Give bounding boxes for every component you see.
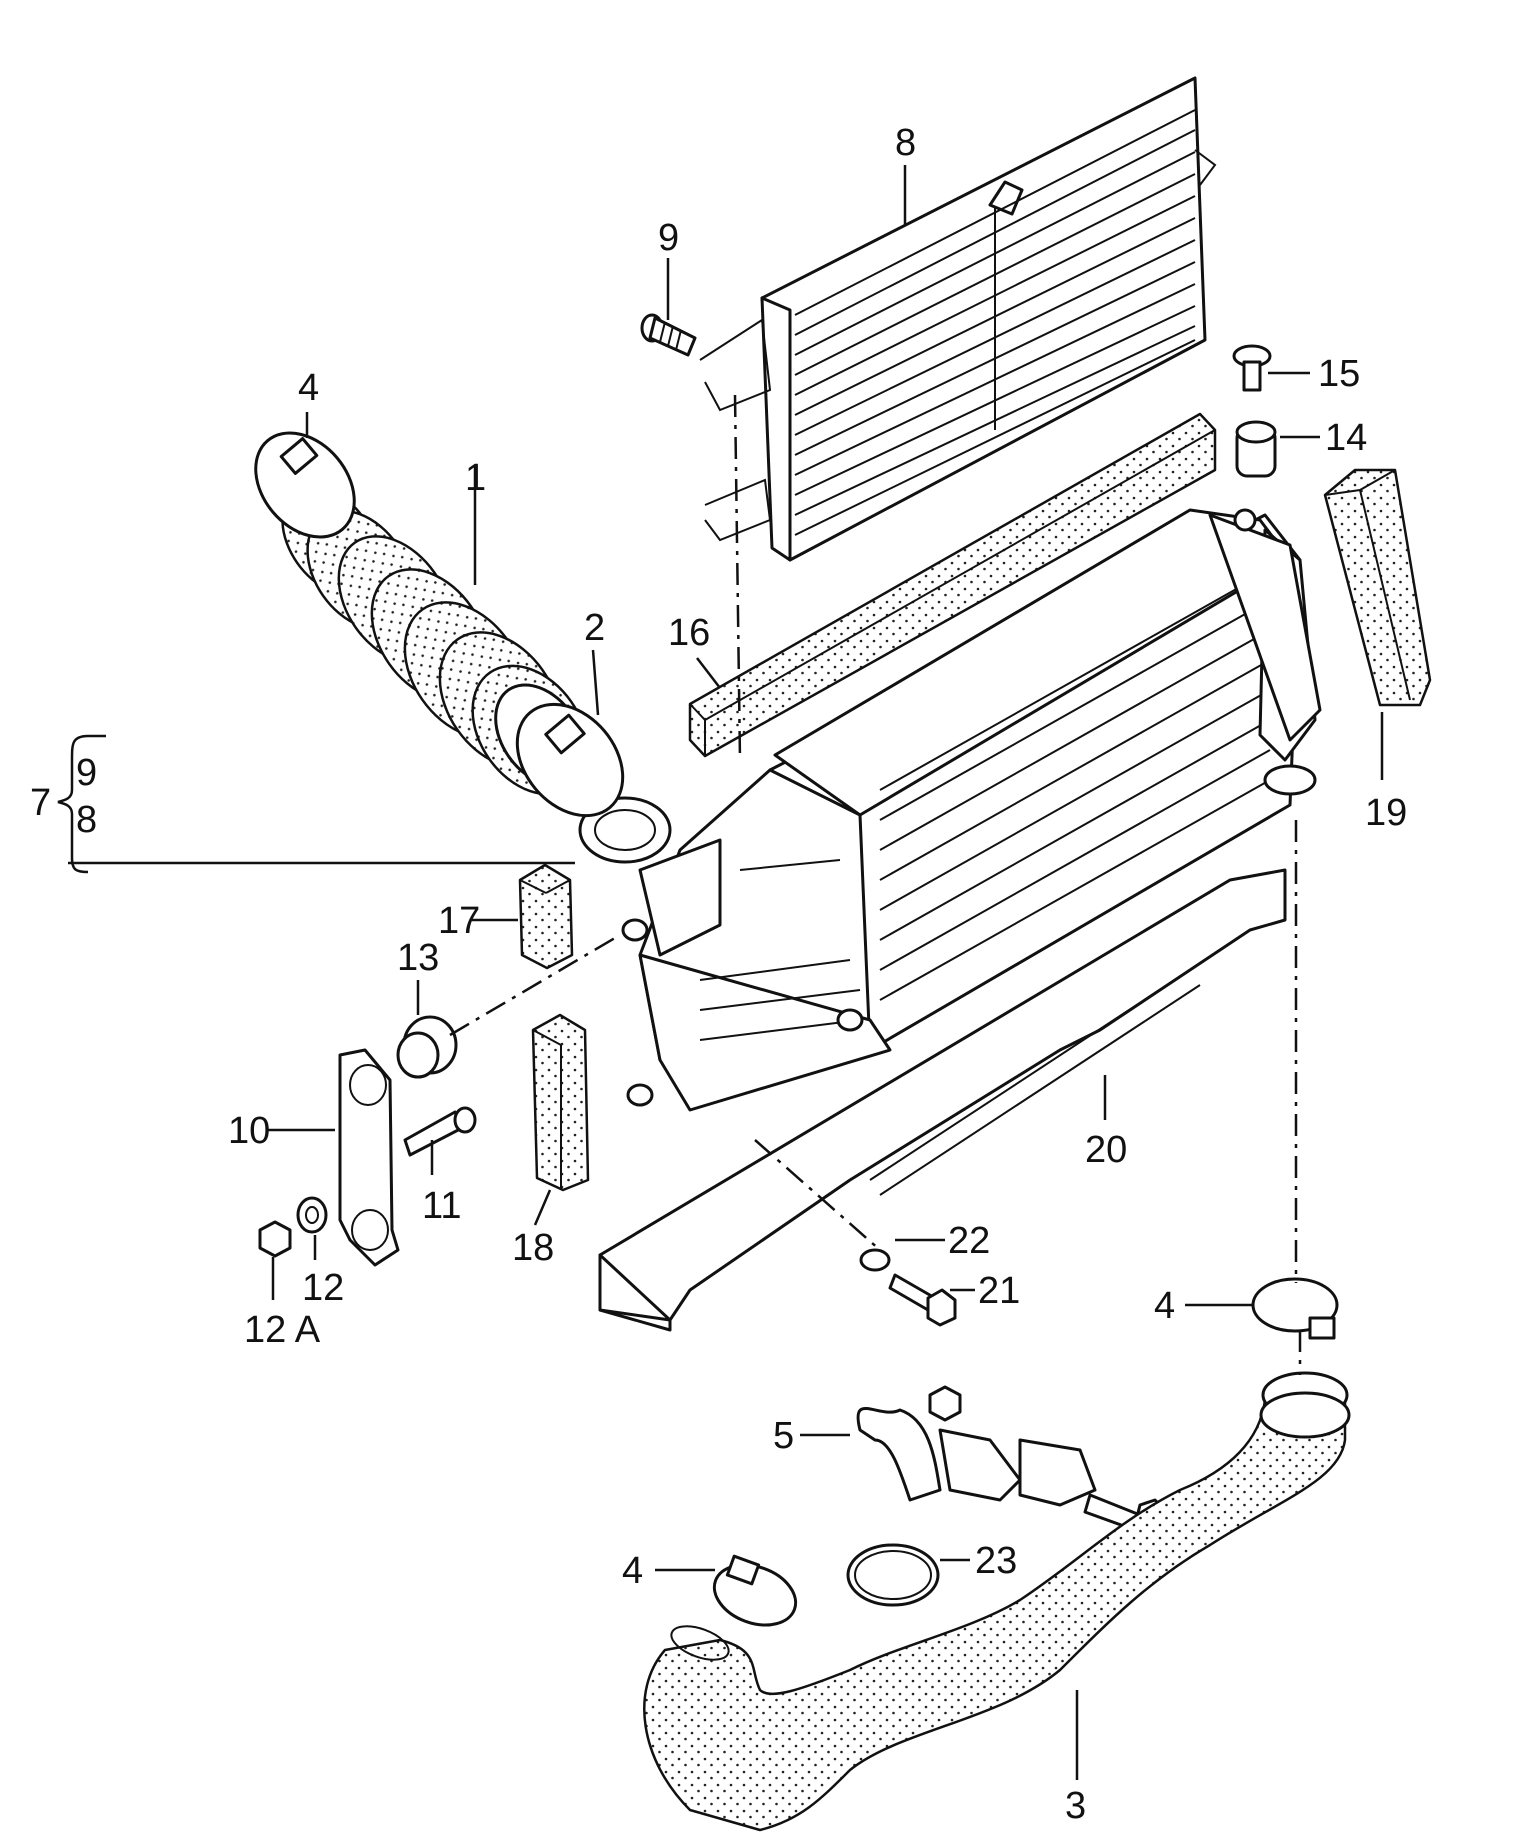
part-21-bolt bbox=[888, 1273, 957, 1327]
label-2: 2 bbox=[584, 607, 605, 649]
label-7-sub-8: 8 bbox=[76, 799, 97, 841]
part-13-grommet bbox=[396, 1015, 458, 1079]
part-10-bracket bbox=[338, 1048, 400, 1267]
label-8: 8 bbox=[895, 122, 916, 164]
part-18-foam-block bbox=[531, 1013, 590, 1192]
part-4-hose-clamp-top bbox=[254, 431, 356, 539]
label-9: 9 bbox=[658, 217, 679, 259]
label-12: 12 bbox=[302, 1267, 344, 1309]
part-2-hose-clamp bbox=[515, 702, 625, 818]
part-12a-nut bbox=[258, 1220, 292, 1258]
part-14-rubber-mount bbox=[1235, 420, 1277, 478]
intercooler-inlet-flange bbox=[578, 796, 672, 864]
label-4-lower: 4 bbox=[622, 1550, 643, 1592]
label-15: 15 bbox=[1318, 353, 1360, 395]
part-4-hose-clamp-right bbox=[1251, 1277, 1339, 1340]
assembly-lines bbox=[449, 394, 1302, 1375]
label-7: 7 bbox=[30, 782, 51, 824]
intercooler-core bbox=[621, 508, 1322, 1112]
part-19-foam-pad bbox=[1323, 468, 1432, 707]
label-1: 1 bbox=[465, 457, 486, 499]
part-23-o-ring bbox=[846, 1543, 940, 1607]
part-22-washer bbox=[859, 1248, 891, 1272]
part-labels: 1 2 3 4 4 4 5 7 9 8 8 9 10 11 12 12 A 13… bbox=[30, 122, 1407, 1827]
part-5-bracket bbox=[856, 1385, 1097, 1507]
label-22: 22 bbox=[948, 1220, 990, 1262]
label-10: 10 bbox=[228, 1110, 270, 1152]
label-17: 17 bbox=[438, 900, 480, 942]
part-20-lower-air-guide bbox=[598, 868, 1287, 1332]
label-21: 21 bbox=[978, 1270, 1020, 1312]
label-4-top: 4 bbox=[298, 367, 319, 409]
label-11: 11 bbox=[422, 1185, 461, 1227]
label-4-right: 4 bbox=[1154, 1285, 1175, 1327]
part-16-foam-strip bbox=[688, 412, 1217, 758]
label-7-sub-9: 9 bbox=[76, 752, 97, 794]
label-18: 18 bbox=[512, 1227, 554, 1269]
part-4-hose-clamp-lower bbox=[712, 1554, 798, 1627]
label-19: 19 bbox=[1365, 792, 1407, 834]
leader-lines bbox=[68, 165, 1384, 1780]
label-13: 13 bbox=[397, 937, 439, 979]
part-9-bolt-top bbox=[640, 313, 697, 357]
group-7-bracket bbox=[57, 734, 106, 874]
label-5: 5 bbox=[773, 1415, 794, 1457]
label-14: 14 bbox=[1325, 417, 1367, 459]
label-16: 16 bbox=[668, 612, 710, 654]
part-15-clip bbox=[1232, 344, 1272, 392]
part-8-radiator bbox=[699, 76, 1217, 562]
label-20: 20 bbox=[1085, 1129, 1127, 1171]
label-3: 3 bbox=[1065, 1785, 1086, 1827]
label-23: 23 bbox=[975, 1540, 1017, 1582]
part-17-foam-block bbox=[518, 863, 574, 970]
part-11-bolt bbox=[403, 1106, 477, 1157]
label-12a: 12 A bbox=[244, 1309, 321, 1351]
part-12-washer bbox=[296, 1196, 328, 1234]
part-3-charge-air-hose bbox=[643, 1371, 1351, 1832]
